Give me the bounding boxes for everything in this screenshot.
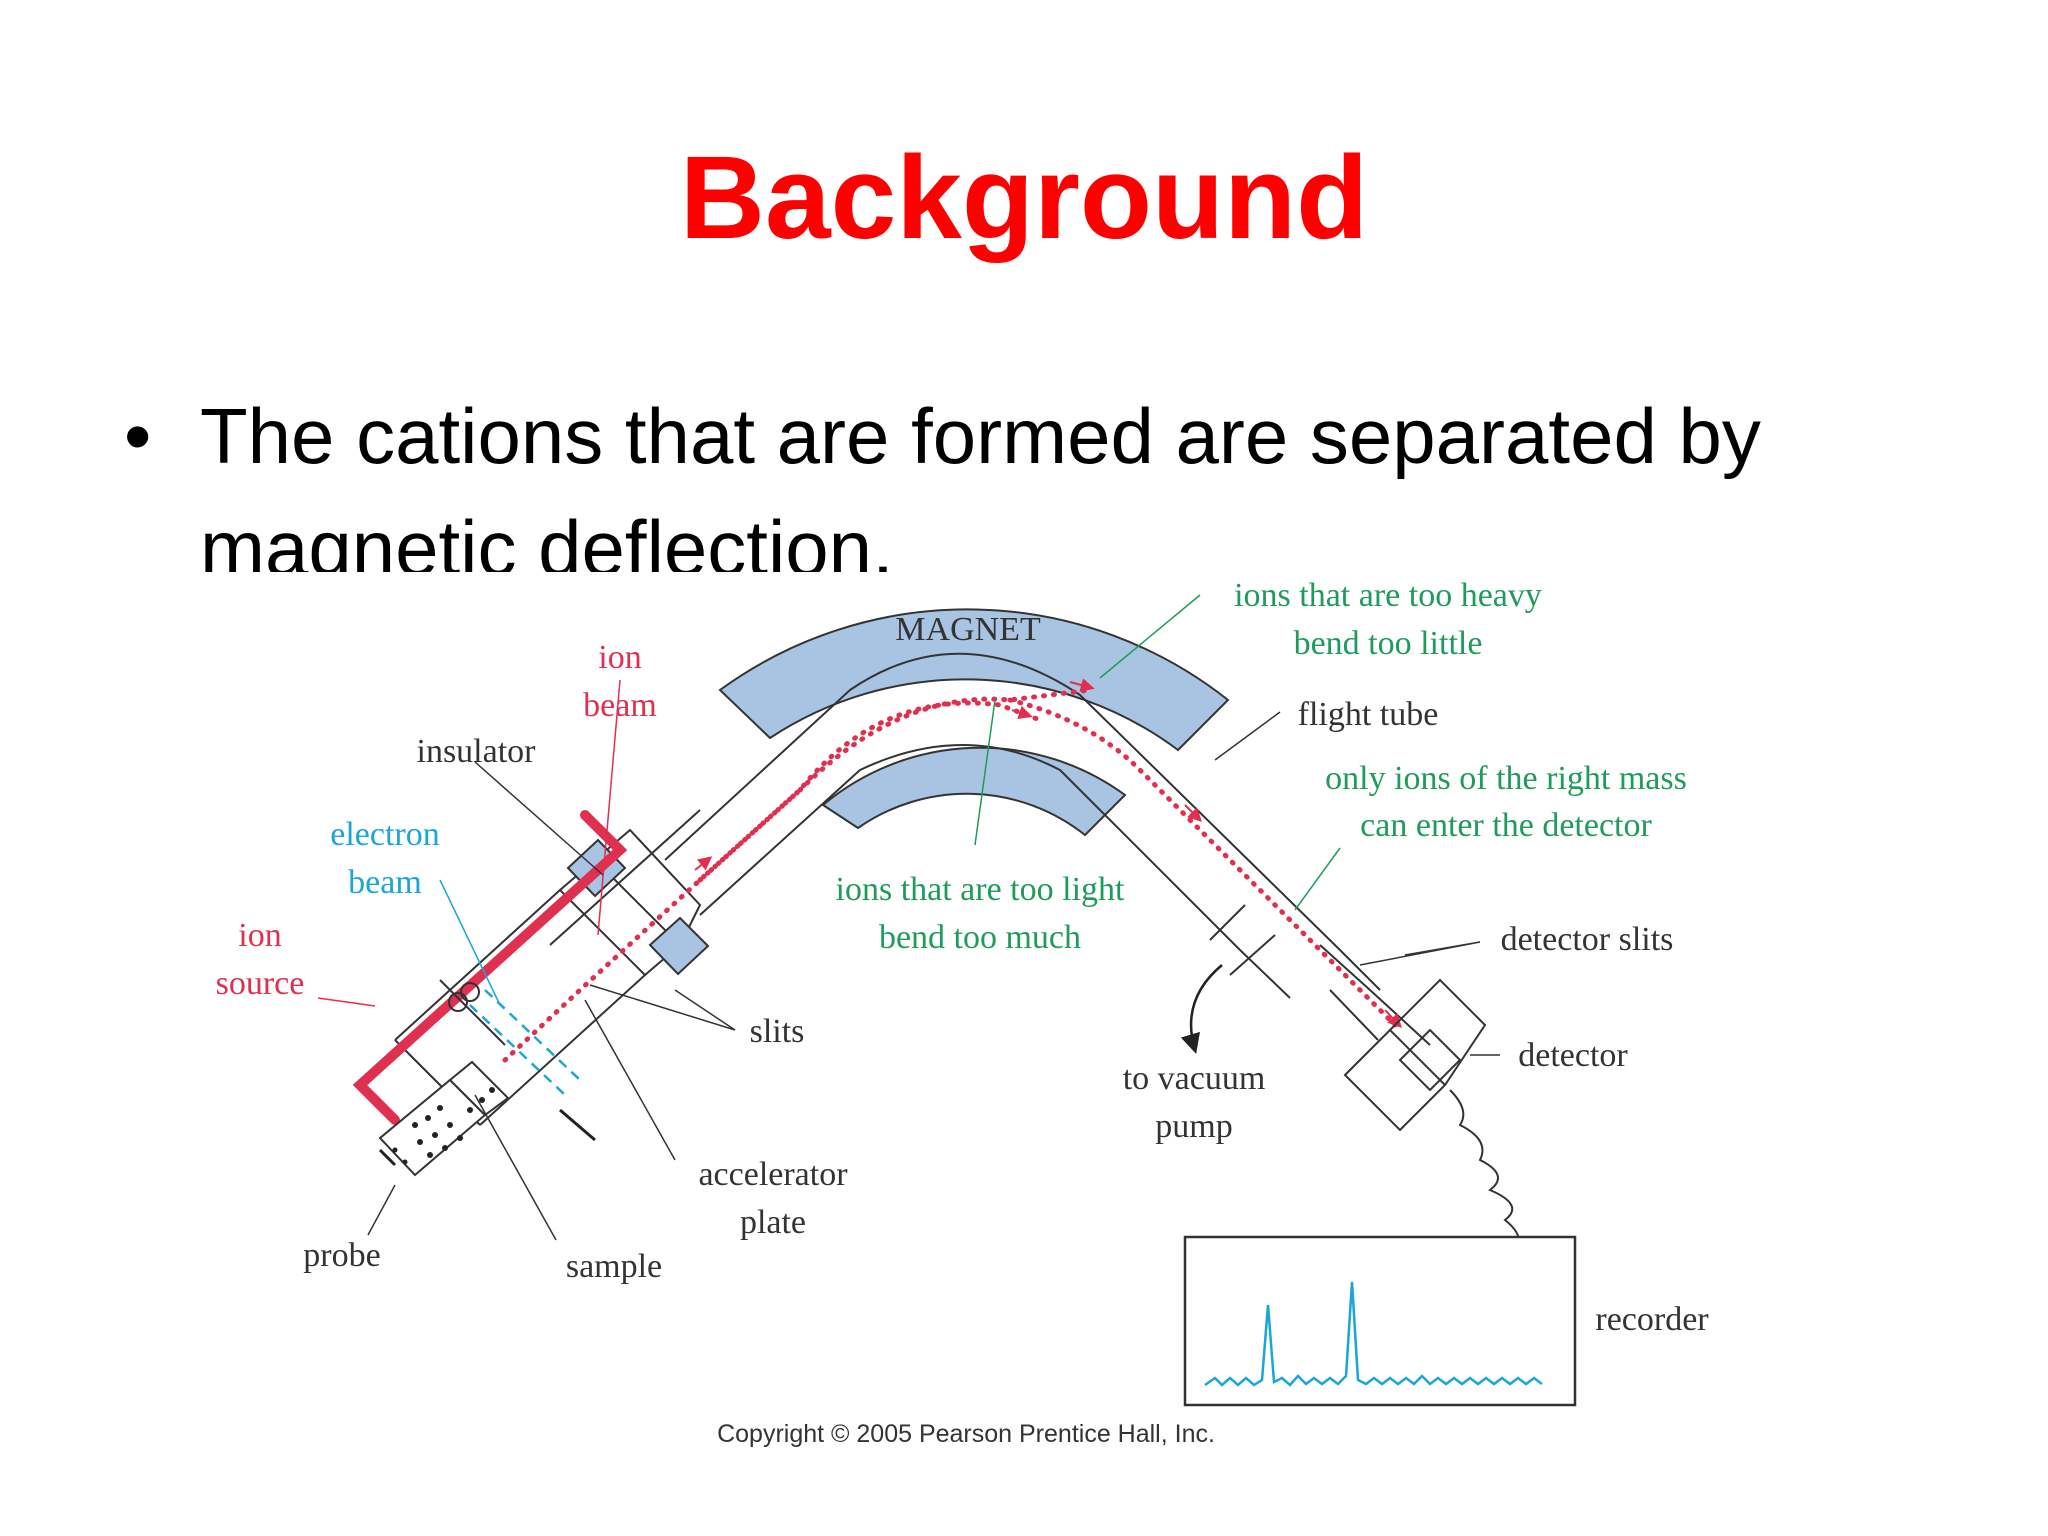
probe [378, 1060, 596, 1177]
label-too-light-1: ions that are too light [836, 871, 1126, 908]
label-sample: sample [566, 1248, 662, 1285]
label-ion-beam-2: beam [583, 687, 657, 724]
label-vacuum-2: pump [1155, 1108, 1232, 1145]
label-magnet: MAGNET [895, 611, 1041, 648]
detector [1343, 978, 1520, 1271]
label-too-light-2: bend too much [879, 919, 1081, 956]
ion-source-bracket [352, 810, 628, 1125]
label-right-mass-1: only ions of the right mass [1325, 760, 1687, 797]
magnet [718, 608, 1230, 837]
label-vacuum-1: to vacuum [1123, 1060, 1266, 1097]
label-slits: slits [750, 1013, 805, 1050]
filament-coil [439, 979, 506, 1046]
slide-title: Background [679, 132, 1369, 264]
bullet-text: The cations that are formed are separate… [200, 392, 1761, 572]
label-probe: probe [303, 1237, 380, 1274]
vacuum-arrow [1180, 964, 1223, 1054]
label-insulator: insulator [417, 733, 537, 770]
label-detector-slits: detector slits [1501, 921, 1674, 958]
label-right-mass-2: can enter the detector [1360, 807, 1652, 844]
label-ion-source-2: source [216, 965, 305, 1002]
label-ion-beam-1: ion [598, 639, 641, 676]
bullet-marker: • [124, 392, 152, 480]
label-recorder: recorder [1595, 1301, 1709, 1338]
insulator [566, 838, 710, 976]
label-ion-source-1: ion [238, 917, 281, 954]
label-electron-beam-1: electron [330, 816, 440, 853]
label-accelerator-plate-2: plate [740, 1204, 806, 1241]
flight-tube [664, 652, 1431, 1046]
label-too-heavy-1: ions that are too heavy [1234, 577, 1542, 614]
label-accelerator-plate-1: accelerator [698, 1156, 848, 1193]
copyright: Copyright © 2005 Pearson Prentice Hall, … [717, 1420, 1215, 1448]
electron-beam [469, 989, 581, 1096]
label-too-heavy-2: bend too little [1294, 625, 1483, 662]
leader-lines [317, 594, 1500, 1241]
label-electron-beam-2: beam [348, 864, 422, 901]
label-flight-tube: flight tube [1298, 696, 1439, 733]
recorder [1183, 1235, 1577, 1407]
ion-beam-arrows [694, 678, 1402, 1029]
label-detector: detector [1518, 1037, 1628, 1074]
